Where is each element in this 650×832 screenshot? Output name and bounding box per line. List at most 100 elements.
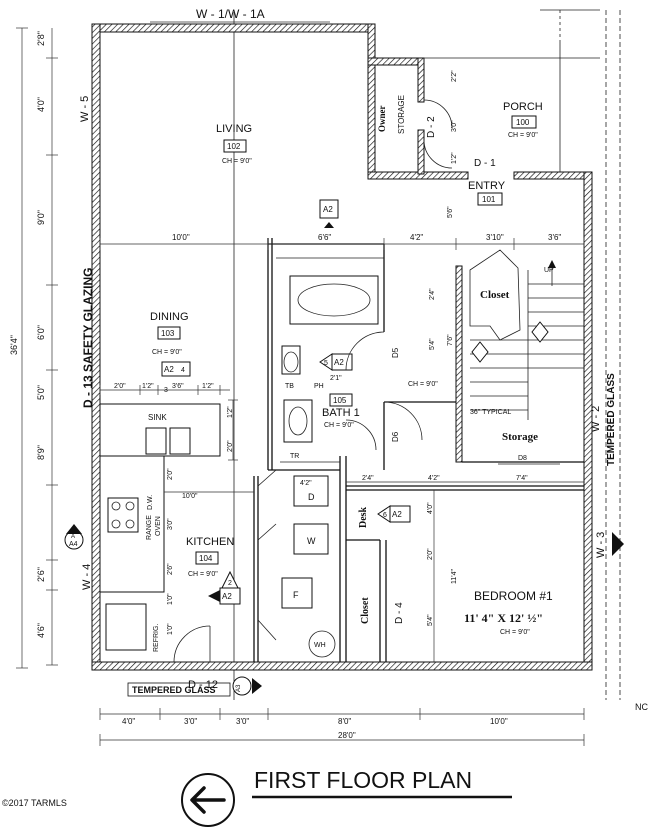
- section-tag-a2-dining: [161, 361, 191, 377]
- entry-number: 101: [482, 195, 496, 204]
- furnace-label: F: [293, 590, 299, 600]
- porch-number: 100: [516, 118, 530, 127]
- tr-label: TR: [290, 453, 299, 460]
- sink-fixture: [145, 427, 191, 455]
- porch-number-box: [511, 115, 537, 129]
- wall-tag-w1: W - 1/W - 1A: [196, 7, 265, 21]
- dim-dining-1: 1'2": [142, 383, 154, 390]
- porch-ch: CH = 9'0": [508, 132, 538, 139]
- dim-bottom-0: 4'0": [122, 717, 135, 726]
- living-number-box: [223, 139, 247, 153]
- dining-ch: CH = 9'0": [152, 349, 182, 356]
- up-label: UP: [544, 267, 554, 274]
- section-tag-a4-left: [64, 524, 84, 550]
- dim-bedroom-3: 11'4": [451, 569, 458, 584]
- door-swing-bath: [345, 419, 377, 451]
- bath-ch: CH = 9'0": [324, 422, 354, 429]
- a2-dining-num: 4: [181, 367, 185, 374]
- dim-porch-0: 2'2": [451, 70, 458, 82]
- dim-bottom-2: 3'0": [236, 717, 249, 726]
- a2-living-label: A2: [323, 205, 333, 214]
- wall-tag-w4: W - 4: [81, 564, 93, 590]
- tempered-glass-right: TEMPERED GLASS: [606, 373, 617, 466]
- corner-mark: NC: [635, 702, 648, 712]
- dim-left-2: 9'0": [36, 210, 46, 225]
- a2-desk-num: 6: [383, 512, 387, 519]
- bedroom-size: 11' 4" X 12' ½": [464, 611, 543, 625]
- dim-dining-0: 2'0": [114, 383, 126, 390]
- oven-label: OVEN: [155, 516, 162, 536]
- porch-outline: [424, 9, 600, 172]
- section-tag-a2-living: [319, 199, 339, 228]
- plan-title: FIRST FLOOR PLAN: [254, 767, 472, 793]
- dim-left-4: 6'0": [36, 325, 46, 340]
- living-number: 102: [227, 142, 241, 151]
- a3-bottom-label: A3: [236, 684, 242, 692]
- dim-kitchen-mid: 10'0": [182, 493, 198, 500]
- dim-bottom-3: 8'0": [338, 717, 351, 726]
- exterior-walls: [91, 23, 593, 671]
- owner-label: Owner: [377, 106, 387, 133]
- dim-porch-1: 3'0": [451, 120, 458, 132]
- refrigerator-fixture: [105, 603, 147, 651]
- north-arrow-icon: [181, 773, 235, 827]
- dining-number: 103: [161, 329, 175, 338]
- dim-kitchen-vert-1: 3'0": [167, 518, 174, 530]
- door-swing-d1: [423, 139, 453, 169]
- dim-bedroom-1: 2'0": [427, 548, 434, 560]
- refrig-label: REFRIG.: [153, 624, 160, 652]
- section-tag-a3-bottom: [232, 676, 262, 696]
- vanity-fixture: [283, 399, 313, 443]
- dim-left-7: 2'6": [36, 567, 46, 582]
- desk-label: Desk: [358, 506, 369, 528]
- dim-desk-0: 2'4": [362, 475, 374, 482]
- top-dimension-row: [99, 238, 585, 250]
- section-tag-a2-kitchen: [208, 570, 241, 605]
- dim-stair-0: 2'4": [429, 288, 436, 300]
- dryer-label: D: [308, 492, 315, 502]
- dim-left-6: 8'9": [36, 445, 46, 460]
- dim-kitchen-vert-0: 2'0": [167, 468, 174, 480]
- laundry-closet: [257, 469, 336, 658]
- living-ch: CH = 9'0": [222, 158, 252, 165]
- dim-porch-2: 1'2": [451, 152, 458, 164]
- door-swing-d6: [383, 401, 423, 441]
- sink-label: SINK: [148, 413, 167, 422]
- bath-number: 105: [333, 396, 347, 405]
- living-name: LIVING: [216, 123, 252, 135]
- dim-entry: 5'6": [447, 206, 454, 218]
- kitchen-ch: CH = 9'0": [188, 571, 218, 578]
- dining-dimension-row: [99, 385, 238, 461]
- entry-number-box: [477, 192, 503, 206]
- dim-top-3: 3'10": [486, 233, 504, 242]
- dim-stair-1: 5'4": [429, 338, 436, 350]
- copyright-text: ©2017 TARMLS: [2, 798, 67, 808]
- dim-dining-vert-0: 1'2": [227, 406, 234, 418]
- door-swing-kitchen: [173, 625, 211, 663]
- dim-kitchen-vert-3: 1'0": [167, 593, 174, 605]
- dim-bath-lower: 4'2": [300, 480, 312, 487]
- a4-left-label: A4: [69, 541, 78, 548]
- ph-label: PH: [314, 383, 324, 390]
- bath-name: BATH 1: [322, 407, 360, 419]
- d4-label: D - 4: [394, 602, 405, 624]
- a2-bath-num: 5: [324, 360, 328, 367]
- dim-top-1: 6'6": [318, 233, 331, 242]
- range-label: RANGE: [146, 515, 153, 540]
- d2-label: D - 2: [426, 116, 437, 138]
- dim-dining-3: 1'2": [202, 383, 214, 390]
- kitchen-name: KITCHEN: [186, 536, 234, 548]
- entry-name: ENTRY: [468, 180, 506, 192]
- stair-ch: CH = 9'0": [408, 381, 438, 388]
- tempered-glass-bottom: TEMPERED GLASS: [132, 685, 216, 695]
- a2-desk-label: A2: [392, 510, 402, 519]
- d8-label: D8: [518, 455, 527, 462]
- range-fixture: [107, 497, 139, 533]
- a3-dining-num: 3: [164, 387, 168, 394]
- dim-dining-vert-1: 2'0": [227, 440, 234, 452]
- a2-kitchen-num: 2: [228, 580, 232, 587]
- bottom-dimension-row: [99, 708, 585, 746]
- wall-tag-w3: W - 3: [595, 532, 607, 558]
- storage-under-stair-label: Storage: [502, 431, 538, 443]
